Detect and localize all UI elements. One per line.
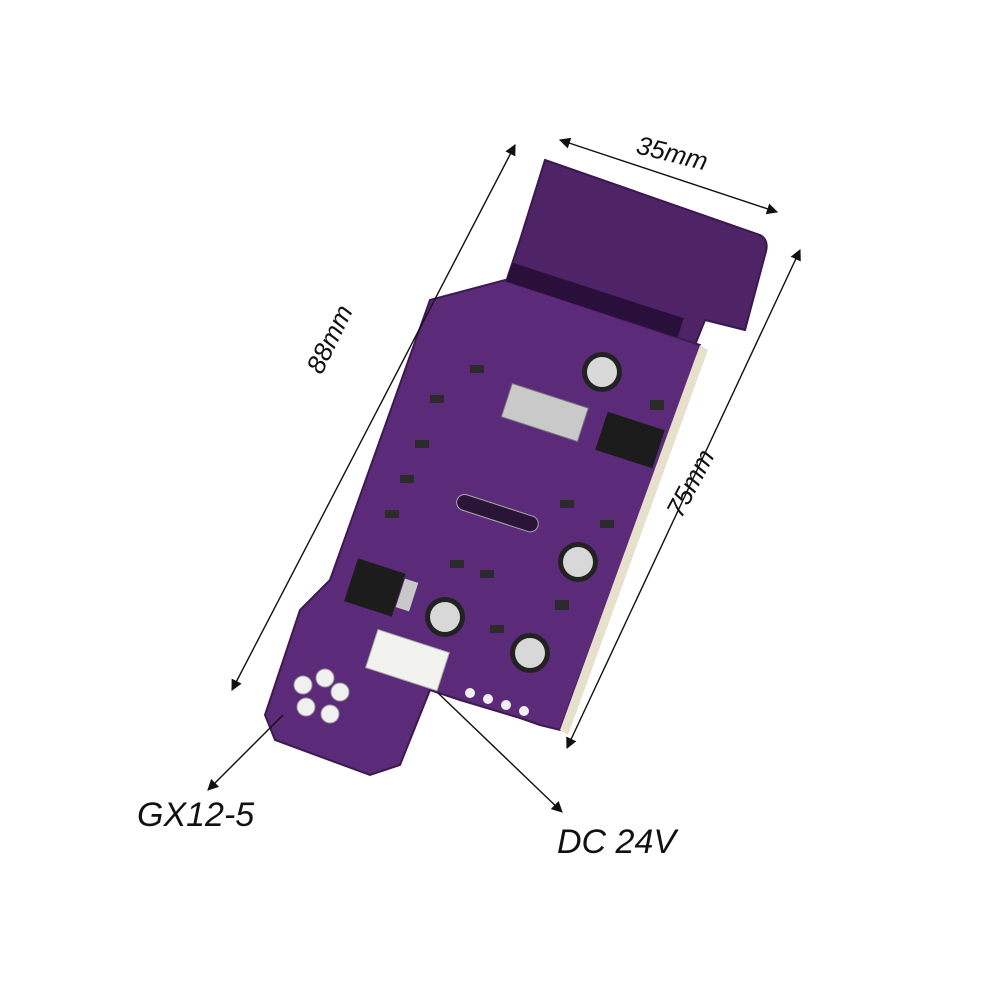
capacitor <box>558 542 598 582</box>
capacitor <box>425 597 465 637</box>
dimension-lines <box>207 137 801 813</box>
sensor-connector-label: GX12-5 <box>137 796 255 834</box>
capacitor <box>582 352 622 392</box>
capacitor <box>510 633 550 673</box>
power-connector-label: DC 24V <box>557 823 677 861</box>
